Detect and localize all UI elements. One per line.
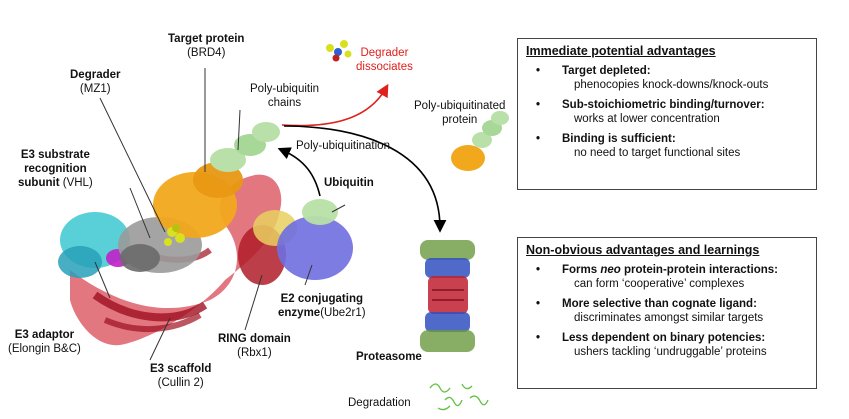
- to-proteasome-arrow: [283, 125, 447, 233]
- poly-ubiquitinated-protein: [451, 111, 509, 171]
- label-poly-ubiquitin-chains: Poly-ubiquitin chains: [250, 83, 320, 109]
- label-target-protein: Target protein (BRD4): [168, 33, 245, 59]
- label-e2-enzyme: E2 conjugating enzyme(Ube2r1): [278, 293, 366, 319]
- list-item: • Forms neo protein-protein interactions…: [536, 264, 778, 290]
- leader-lines: [94, 68, 346, 361]
- nonobvious-advantages-box: Non-obvious advantages and learnings • F…: [517, 237, 817, 389]
- label-e3-adaptor: E3 adaptor (Elongin B&C): [8, 329, 81, 355]
- immediate-advantages-box: Immediate potential advantages • Target …: [517, 38, 817, 190]
- polyubiquitination-arrow: [277, 147, 321, 197]
- label-degrader-dissociates: Degrader dissociates: [356, 47, 413, 73]
- poly-ubiquitin-chain: [210, 122, 280, 172]
- degradation-fragments: [429, 383, 489, 411]
- list-item: • Less dependent on binary potencies: us…: [536, 332, 767, 358]
- label-degradation: Degradation: [348, 397, 411, 409]
- immediate-advantages-list: • Target depleted: phenocopies knock-dow…: [526, 64, 808, 160]
- immediate-advantages-title: Immediate potential advantages: [526, 44, 716, 58]
- list-item: • Sub-stoichiometric binding/turnover: w…: [536, 99, 765, 125]
- label-e3-scaffold: E3 scaffold (Cullin 2): [150, 363, 212, 389]
- label-e3-substrate: E3 substrate recognition subunit (VHL): [18, 149, 93, 189]
- label-proteasome: Proteasome: [356, 351, 422, 363]
- list-item: • More selective than cognate ligand: di…: [536, 298, 764, 324]
- label-poly-ubiquitinated-protein: Poly-ubiquitinated protein: [414, 100, 506, 126]
- label-ring-domain: RING domain (Rbx1): [218, 333, 291, 359]
- free-degrader-molecule: [326, 40, 352, 62]
- nonobvious-advantages-title: Non-obvious advantages and learnings: [526, 243, 760, 257]
- label-degrader: Degrader (MZ1): [70, 69, 121, 95]
- degrader-structure: [164, 224, 185, 246]
- proteasome-structure: [420, 240, 475, 352]
- list-item: • Target depleted: phenocopies knock-dow…: [536, 65, 769, 91]
- nonobvious-advantages-list: • Forms neo protein-protein interactions…: [526, 263, 808, 359]
- ring-e2-structure: [238, 199, 353, 285]
- label-polyubiquitination: Poly-ubiquitination: [296, 140, 390, 152]
- list-item: • Binding is sufficient: no need to targ…: [536, 133, 741, 159]
- elongin-adaptor-structure: [58, 212, 130, 278]
- label-ubiquitin: Ubiquitin: [324, 177, 374, 189]
